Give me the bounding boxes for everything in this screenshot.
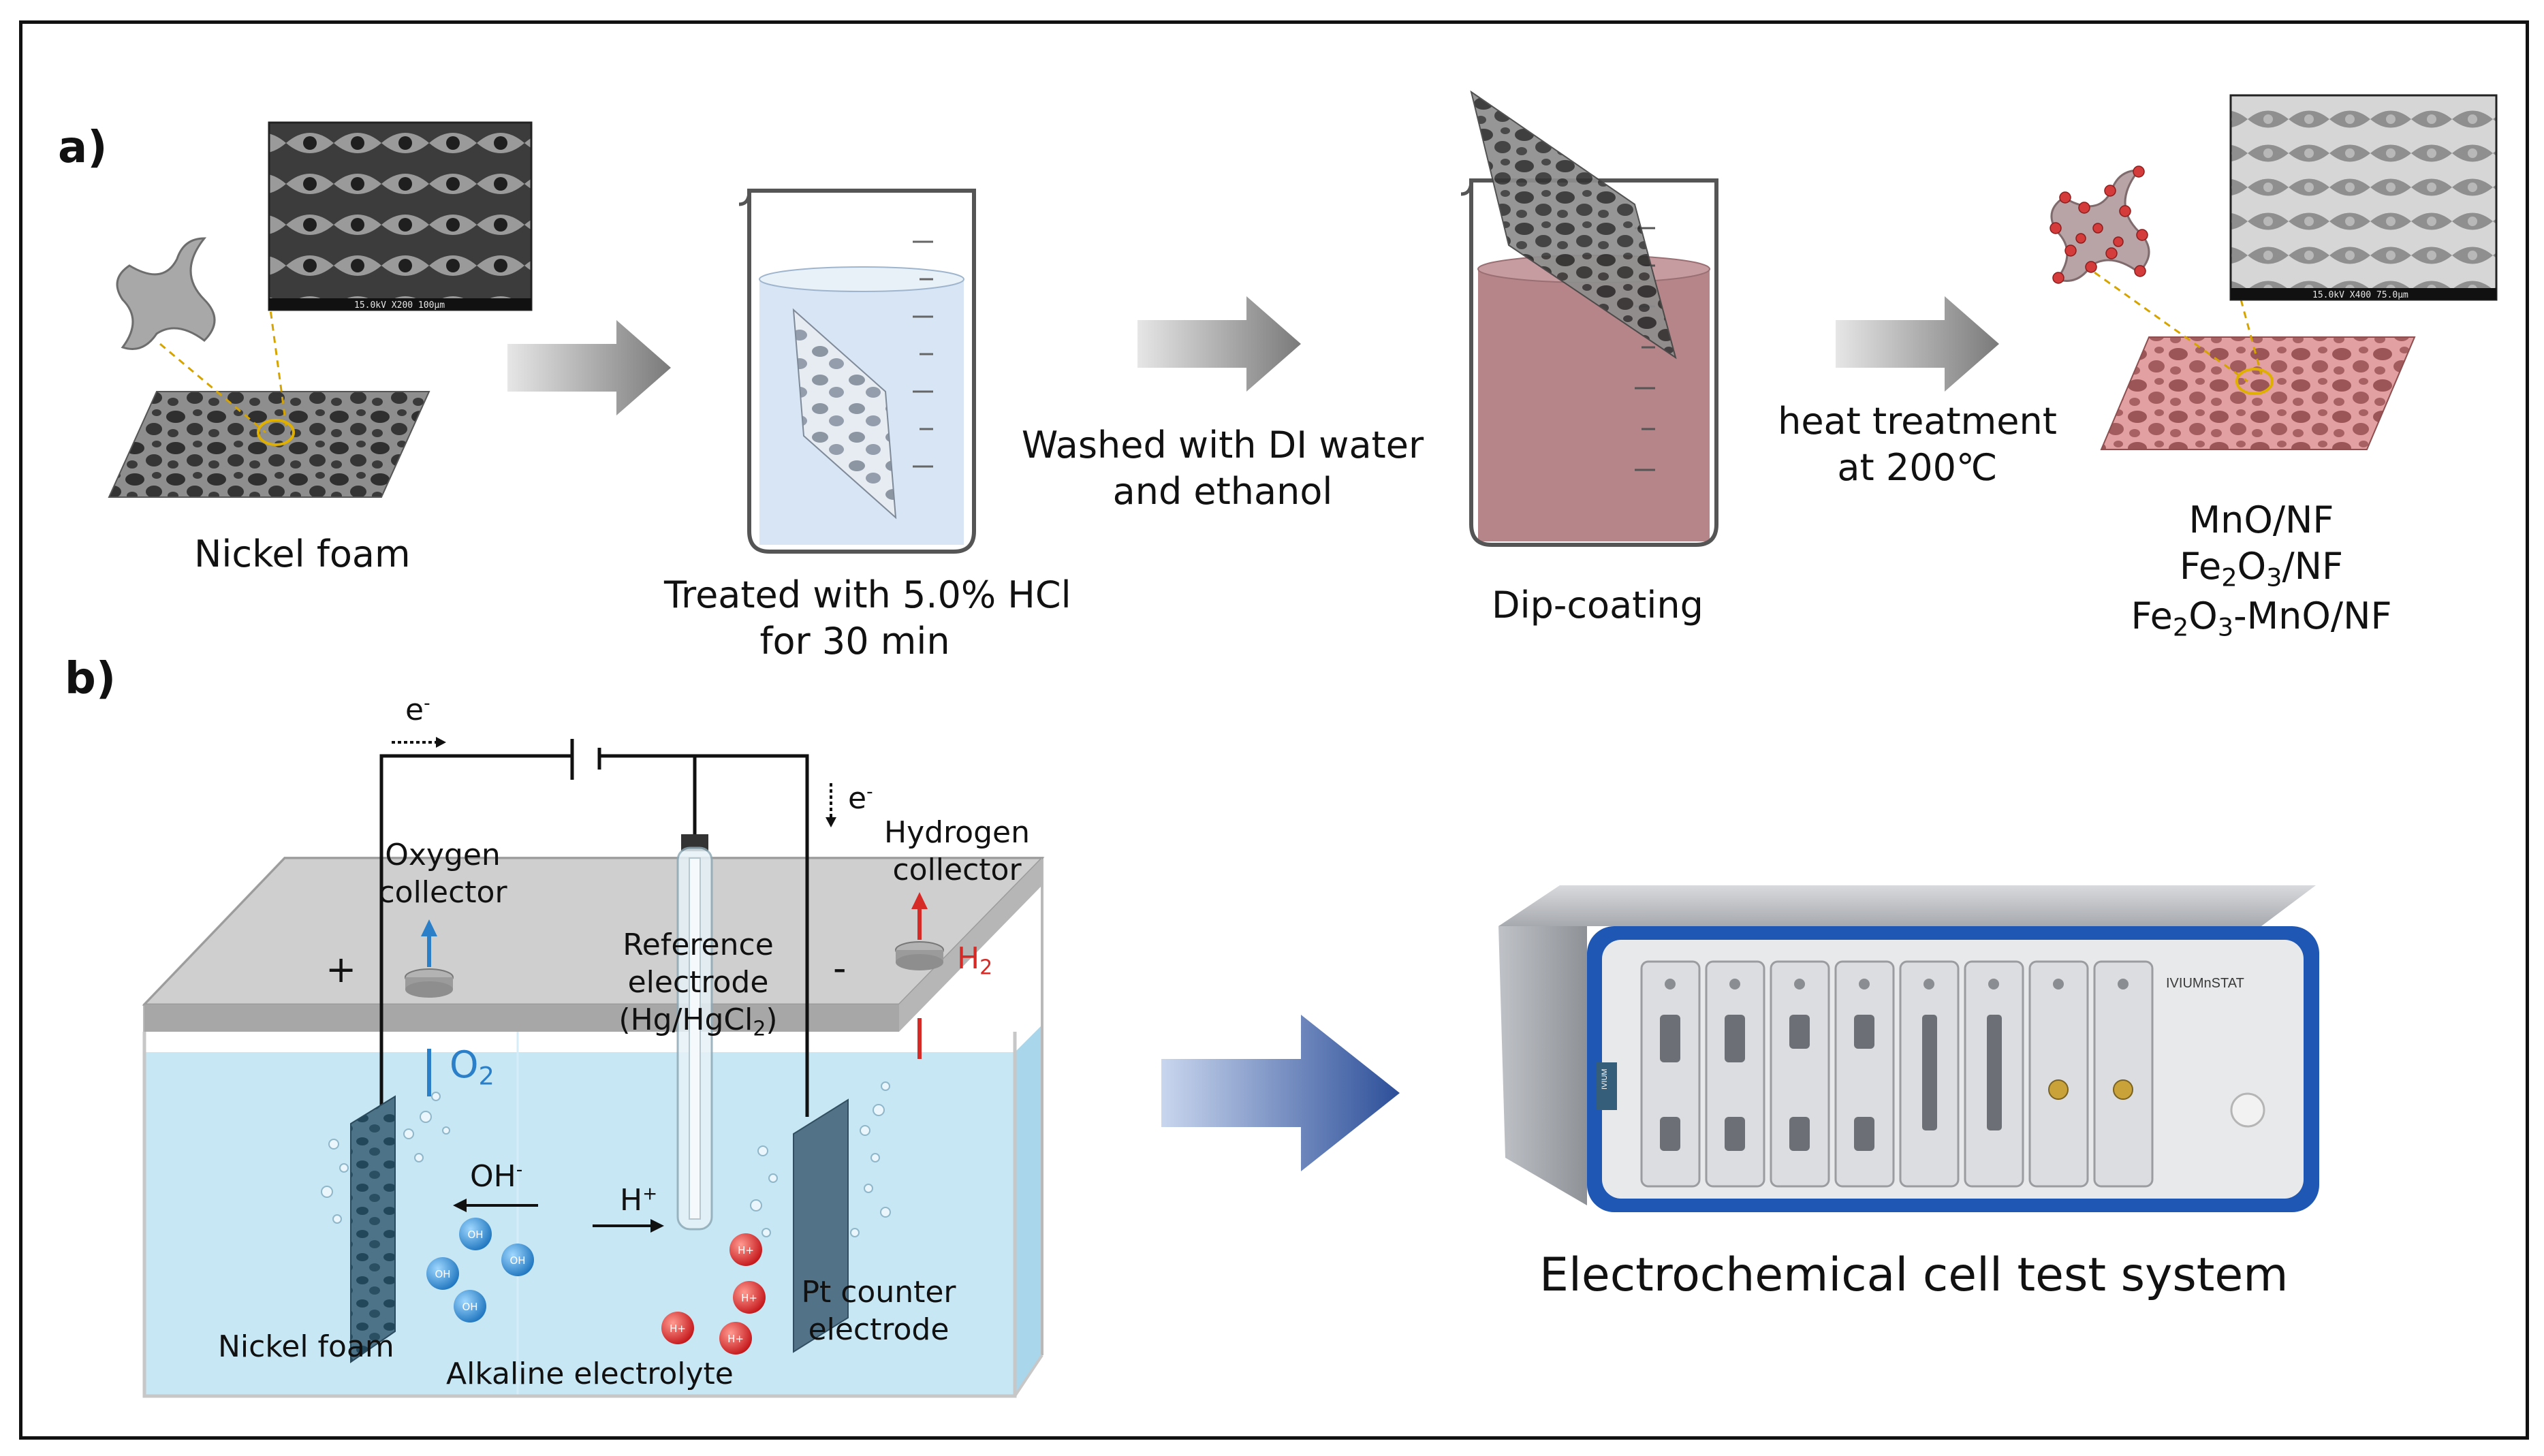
panel-label-b: b) bbox=[65, 654, 116, 704]
zoom-circle bbox=[2235, 368, 2274, 395]
oh-ion-label: OH- bbox=[470, 1159, 523, 1194]
process-arrow-2 bbox=[1137, 296, 1301, 392]
svg-text:H+: H+ bbox=[741, 1292, 757, 1304]
h-migration-arrow bbox=[593, 1219, 664, 1233]
blue-arrow bbox=[1161, 1015, 1400, 1171]
hcl-beaker bbox=[738, 189, 976, 554]
cathode-sign: - bbox=[833, 947, 847, 990]
product-labels: MnO/NF Fe2O3/NF Fe2O3-MnO/NF bbox=[2091, 497, 2432, 643]
dip-coating-beaker bbox=[1460, 90, 1718, 547]
figure-frame bbox=[19, 20, 2529, 1440]
o2-label: O2 bbox=[450, 1043, 494, 1091]
svg-text:OH: OH bbox=[467, 1229, 483, 1241]
h2-label: H2 bbox=[957, 941, 993, 980]
process-arrow-1 bbox=[507, 320, 671, 415]
svg-text:H+: H+ bbox=[727, 1333, 744, 1345]
zoom-circle bbox=[257, 419, 295, 446]
external-circuit bbox=[379, 739, 809, 1117]
device-brand: IVIUMnSTAT bbox=[2166, 976, 2244, 991]
potentiostat-device: IVIUMnSTAT IVIUM bbox=[1498, 885, 2319, 1212]
reference-electrode bbox=[676, 834, 713, 1231]
device-badge: IVIUM bbox=[1601, 1069, 1609, 1090]
svg-text:OH: OH bbox=[509, 1254, 525, 1267]
device-caption: Electrochemical cell test system bbox=[1539, 1248, 2289, 1302]
hydrogen-collector bbox=[895, 892, 944, 970]
foam-strut-model bbox=[116, 237, 216, 350]
sem-image-nickel-foam: 15.0kV X200 100µm bbox=[268, 121, 533, 311]
nickel-foam-electrode bbox=[350, 1095, 396, 1363]
sem-image-coated-foam: 15.0kV X400 75.0µm bbox=[2229, 94, 2498, 301]
process-arrow-3 bbox=[1836, 296, 1999, 392]
pt-counter-electrode bbox=[793, 1098, 849, 1353]
zoom-line bbox=[268, 299, 287, 426]
dip-coating-label: Dip-coating bbox=[1492, 584, 1703, 627]
oh-migration-arrow bbox=[453, 1199, 538, 1212]
electron-flow-arrow-left bbox=[392, 737, 446, 748]
product-mno: MnO/NF bbox=[2188, 498, 2334, 541]
electron-label-right: e- bbox=[848, 781, 873, 816]
product-fe2o3: Fe2O3/NF bbox=[2179, 544, 2344, 592]
svg-text:H+: H+ bbox=[670, 1323, 686, 1335]
product-fe2o3-mno: Fe2O3-MnO/NF bbox=[2131, 594, 2392, 642]
zoom-line bbox=[159, 343, 266, 434]
anode-sign: + bbox=[326, 948, 357, 991]
svg-text:OH: OH bbox=[435, 1268, 450, 1280]
nickel-foam-label: Nickel foam bbox=[194, 533, 411, 575]
electron-label-left: e- bbox=[405, 693, 430, 727]
sem-scale-text: 15.0kV X200 100µm bbox=[354, 300, 445, 311]
panel-label-a: a) bbox=[58, 123, 108, 173]
svg-text:OH: OH bbox=[462, 1301, 477, 1313]
electron-flow-arrow-right bbox=[826, 783, 836, 827]
oh-ions: OH OH OH OH bbox=[426, 1218, 534, 1323]
gas-bubbles bbox=[321, 1081, 891, 1237]
zoom-line bbox=[2240, 299, 2263, 375]
sem-scale-text: 15.0kV X400 75.0µm bbox=[2312, 290, 2408, 300]
oxygen-collector bbox=[405, 919, 454, 998]
svg-text:H+: H+ bbox=[738, 1244, 754, 1256]
electrolyte-label: Alkaline electrolyte bbox=[446, 1357, 734, 1391]
coated-strut-model bbox=[2050, 165, 2150, 284]
nickel-foam-electrode-label: Nickel foam bbox=[218, 1329, 394, 1364]
h-ions: H+ H+ H+ H+ bbox=[661, 1233, 766, 1355]
h-ion-label: H+ bbox=[620, 1183, 658, 1218]
